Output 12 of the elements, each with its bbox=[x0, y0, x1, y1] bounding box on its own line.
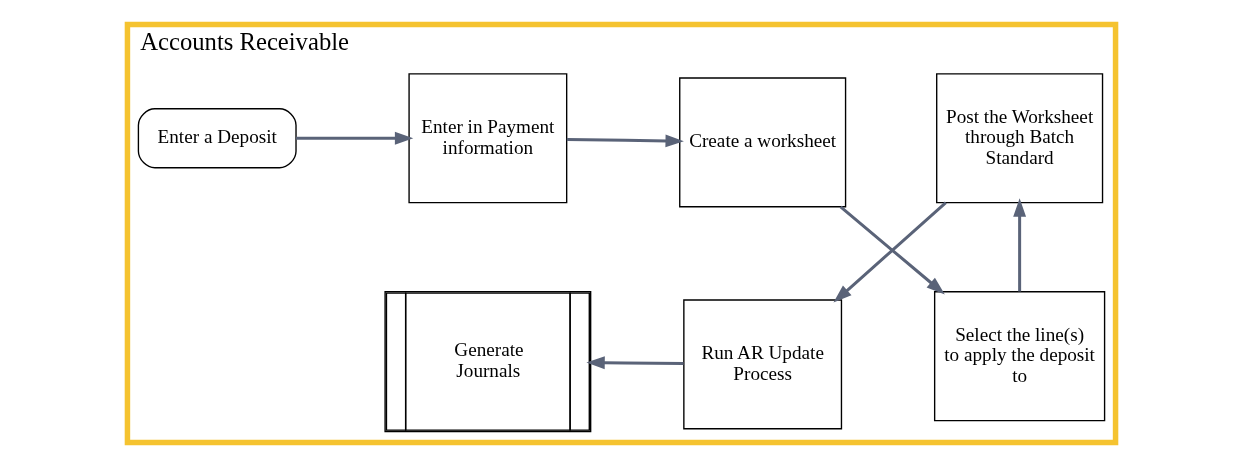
arrow bbox=[1013, 198, 1027, 292]
node-box: Select the line(s) to apply the deposit to bbox=[933, 291, 1106, 422]
arrow bbox=[296, 131, 414, 145]
node-box: Post the Worksheet through Batch Standard bbox=[936, 73, 1104, 204]
arrow bbox=[586, 356, 684, 370]
node-box: Create a worksheet bbox=[679, 77, 847, 208]
arrow bbox=[566, 134, 684, 148]
node-box: Enter a Deposit bbox=[137, 108, 297, 169]
node-box: Enter in Payment information bbox=[408, 73, 568, 204]
arrow bbox=[833, 201, 947, 303]
arrow bbox=[839, 205, 945, 295]
node-box: Run AR Update Process bbox=[683, 299, 843, 430]
